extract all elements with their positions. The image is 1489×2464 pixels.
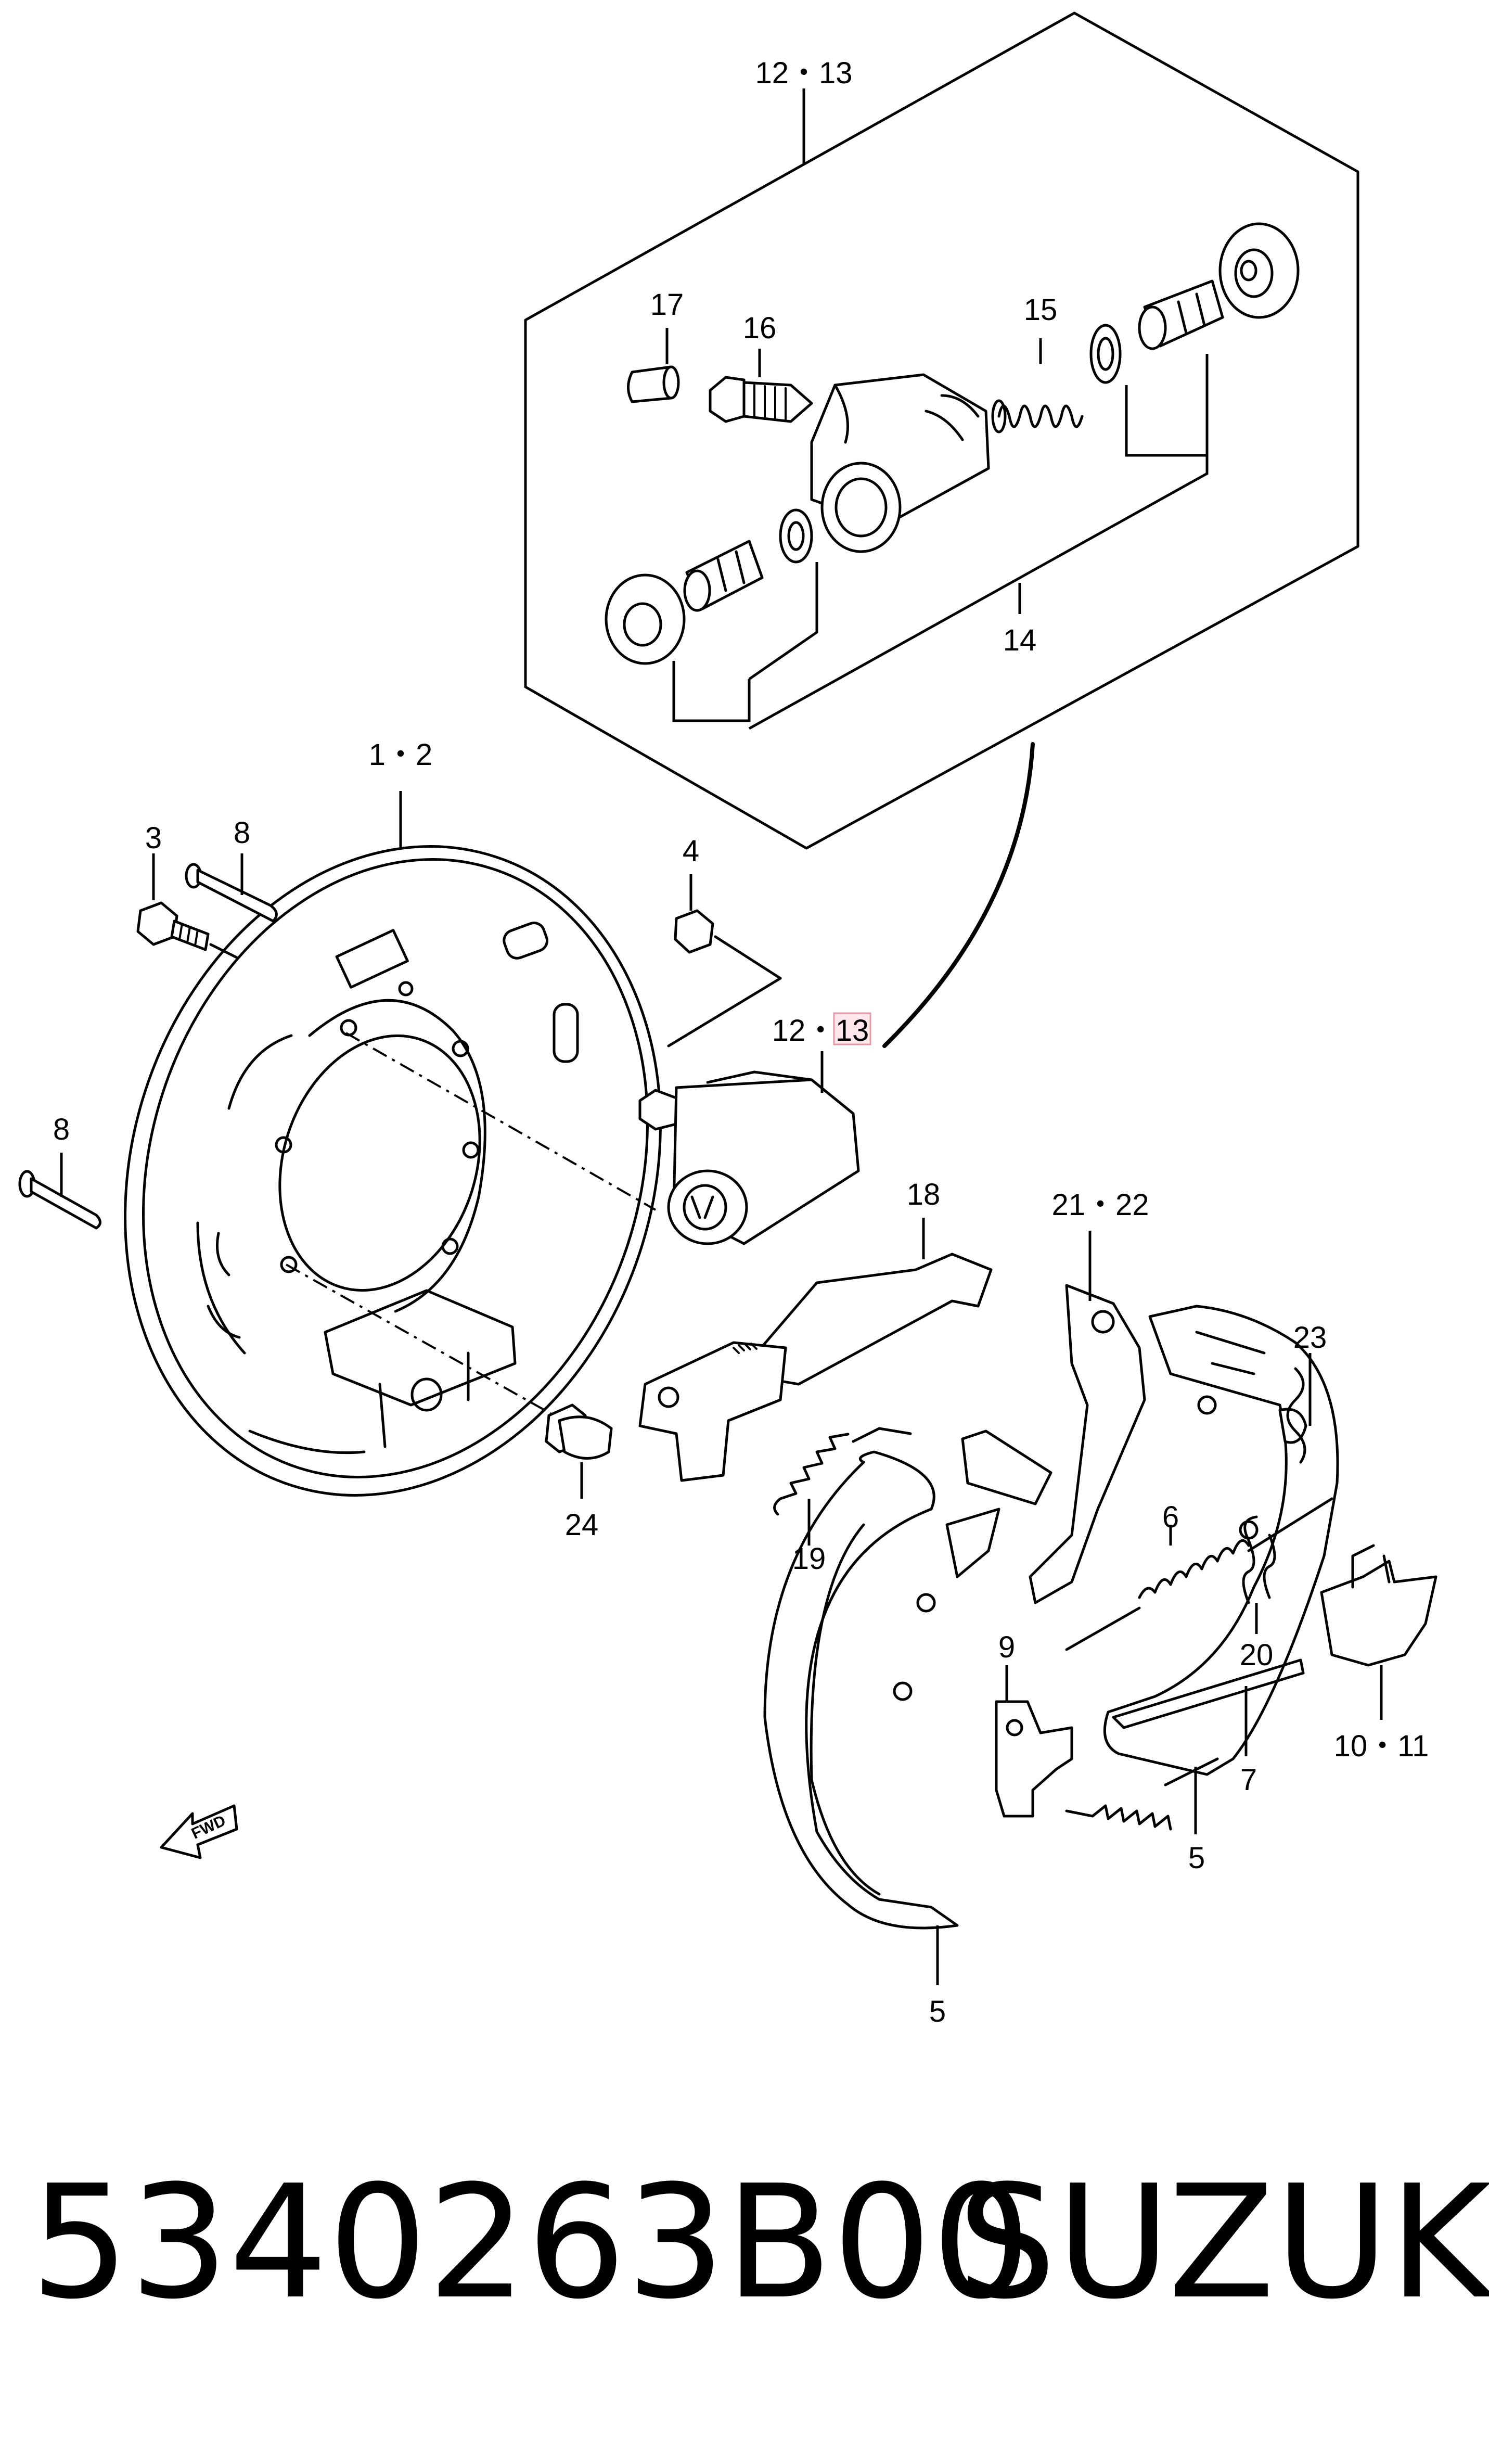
spring-5-right-part <box>1065 1757 1219 1834</box>
clip-10-11-part <box>1320 1544 1437 1720</box>
callout-12-13-top: 12・13 <box>755 56 852 90</box>
callout-9: 9 <box>998 1630 1015 1664</box>
callout-15: 15 <box>1024 293 1058 327</box>
callout-13-highlight <box>833 1012 871 1045</box>
nut-4-part <box>667 874 782 1048</box>
left-boot-part <box>605 573 686 665</box>
centerline-upper <box>345 1032 656 1211</box>
spring-6-part <box>1065 1497 1333 1651</box>
spring-19-part <box>773 1427 912 1546</box>
part-number-label: 5340263B00 <box>30 2152 1031 2333</box>
callout-18: 18 <box>907 1178 941 1211</box>
brake-shoe-front-part <box>763 1429 1052 1985</box>
callout-5-right: 5 <box>1188 1841 1205 1875</box>
bolt-3-part <box>136 853 238 959</box>
pin-8-top-part <box>185 853 278 923</box>
fwd-arrow-icon: FWD <box>160 1804 238 1859</box>
screw-24-part <box>545 1403 613 1499</box>
callout-7: 7 <box>1240 1763 1257 1797</box>
wheel-cylinder-assembly-part <box>638 1012 871 1245</box>
callout-19: 19 <box>792 1542 826 1576</box>
spring-15-part <box>991 338 1084 433</box>
callout-24: 24 <box>565 1508 599 1542</box>
callout-6: 6 <box>1162 1500 1179 1534</box>
strut-7-part <box>1112 1658 1305 1756</box>
clip-9-part <box>995 1665 1073 1818</box>
right-cup-part <box>1089 324 1122 384</box>
parking-lever-part <box>1029 1231 1146 1604</box>
callout-17: 17 <box>650 288 684 322</box>
left-cup-part <box>779 508 813 564</box>
callout-10-11: 10・11 <box>1334 1729 1429 1763</box>
callout-16: 16 <box>743 311 777 345</box>
spring-23-part <box>1286 1353 1312 1464</box>
callout-1-2: 1・2 <box>369 738 433 772</box>
callout-23: 23 <box>1293 1321 1327 1355</box>
cylinder-body-part <box>810 373 990 553</box>
callout-8-top: 8 <box>234 816 250 850</box>
right-boot-part <box>1218 222 1300 319</box>
pin-8-left-part <box>18 1153 101 1230</box>
centerline-lower <box>286 1263 555 1416</box>
callout-21-22: 21・22 <box>1051 1188 1149 1222</box>
adjuster-lever-part <box>638 1218 993 1482</box>
right-piston-part <box>1138 279 1224 350</box>
wheel-cylinder-inset <box>524 11 1359 850</box>
bleeder-screw-part <box>709 349 813 423</box>
bleeder-cap-part <box>627 328 680 403</box>
callout-12-13-mid-prefix: 12・ <box>772 1014 836 1048</box>
backing-plate-part <box>124 791 662 1497</box>
brand-label: SUZUKI <box>957 2152 1489 2333</box>
callout-8-left: 8 <box>53 1113 70 1146</box>
callout-4: 4 <box>683 834 699 868</box>
spring-20-part <box>1242 1515 1276 1634</box>
callout-3: 3 <box>145 821 162 855</box>
callout-13-mid: 13 <box>836 1014 869 1048</box>
left-piston-part <box>683 540 764 612</box>
callout-5-bottom: 5 <box>929 1995 946 2028</box>
inset-connector-arc <box>882 742 1035 1048</box>
callout-20: 20 <box>1240 1638 1274 1672</box>
callout-14: 14 <box>1003 623 1037 657</box>
